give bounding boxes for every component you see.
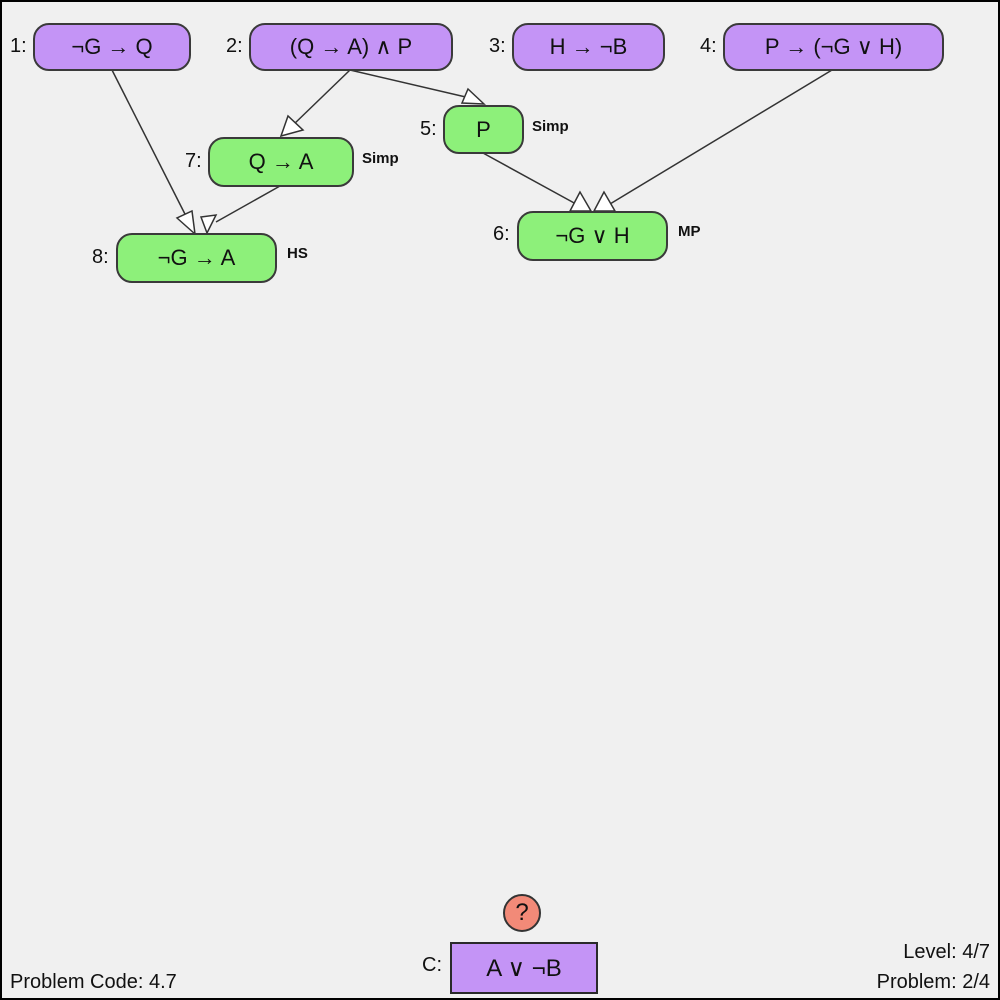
derived-6-node[interactable]: ¬G ∨ H — [517, 211, 668, 261]
problem-code: Problem Code: 4.7 — [10, 971, 177, 993]
edge-2-to-7-arrowhead — [279, 114, 305, 138]
derived-8-formula: ¬G → A — [157, 245, 236, 270]
derived-7-rule: Simp — [362, 150, 399, 167]
edge-7-to-8 — [215, 185, 281, 223]
derived-6-formula: ¬G ∨ H — [555, 223, 630, 248]
derived-5-rule: Simp — [532, 118, 569, 135]
goal-label: C: — [422, 954, 442, 976]
premise-1-node[interactable]: ¬G → Q — [33, 23, 191, 71]
edge-4-to-6 — [609, 69, 833, 205]
derived-8-node[interactable]: ¬G → A — [116, 233, 277, 283]
premise-1-formula: ¬G → Q — [71, 34, 153, 59]
derived-6-number: 6: — [493, 223, 510, 245]
premise-4-formula: P → (¬G ∨ H) — [764, 34, 903, 59]
derived-7-formula: Q → A — [248, 149, 314, 174]
premise-4-number: 4: — [700, 35, 717, 57]
goal-node[interactable]: A ∨ ¬B — [450, 942, 598, 994]
edge-1-to-8-arrowhead — [175, 209, 197, 236]
question-mark-icon[interactable]: ? — [503, 894, 541, 932]
derived-7-node[interactable]: Q → A — [208, 137, 354, 187]
edge-4-to-6-arrowhead — [592, 190, 617, 212]
premise-1-number: 1: — [10, 35, 27, 57]
edge-5-to-6 — [482, 152, 577, 205]
edge-2-to-5 — [349, 69, 471, 99]
derived-5-formula: P — [476, 116, 491, 142]
premise-2-node[interactable]: (Q → A) ∧ P — [249, 23, 453, 71]
goal-formula: A ∨ ¬B — [486, 954, 562, 982]
derived-6-rule: MP — [678, 223, 701, 240]
derived-5-node[interactable]: P — [443, 105, 524, 154]
premise-3-formula: H → ¬B — [549, 34, 628, 59]
level-indicator: Level: 4/7 — [903, 941, 990, 963]
premise-3-number: 3: — [489, 35, 506, 57]
premise-4-node[interactable]: P → (¬G ∨ H) — [723, 23, 944, 71]
derived-5-number: 5: — [420, 118, 437, 140]
edge-7-to-8-arrowhead — [199, 214, 218, 235]
premise-2-formula: (Q → A) ∧ P — [289, 34, 413, 59]
help-symbol: ? — [515, 899, 529, 926]
derived-7-number: 7: — [185, 150, 202, 172]
derived-8-rule: HS — [287, 245, 308, 262]
edge-1-to-8 — [111, 69, 191, 225]
derived-8-number: 8: — [92, 246, 109, 268]
edge-5-to-6-arrowhead — [568, 190, 593, 212]
premise-3-node[interactable]: H → ¬B — [512, 23, 665, 71]
edge-2-to-7 — [291, 69, 351, 127]
edge-2-to-5-arrowhead — [460, 87, 486, 105]
problem-indicator: Problem: 2/4 — [876, 971, 990, 993]
premise-2-number: 2: — [226, 35, 243, 57]
